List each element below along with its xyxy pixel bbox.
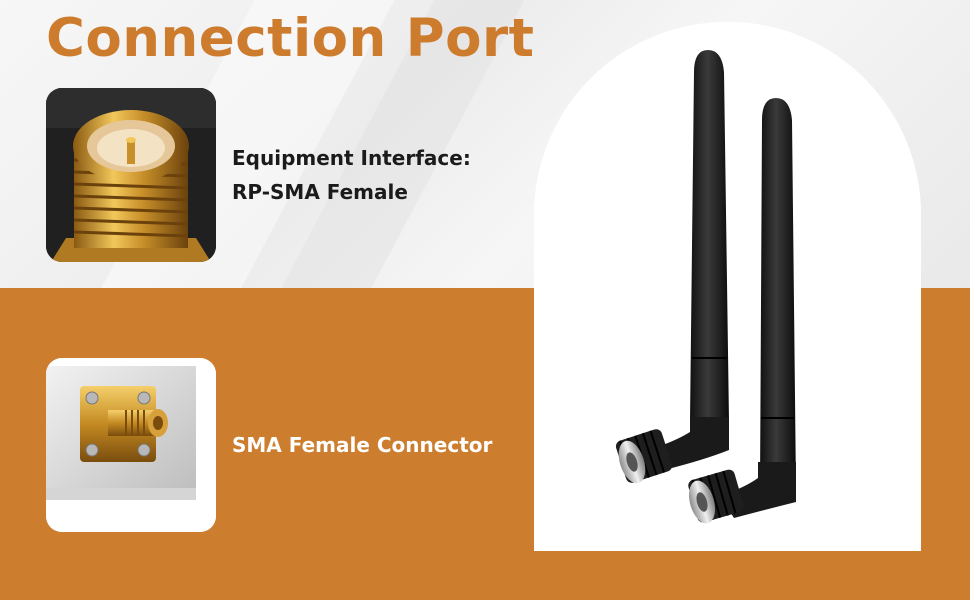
label-line: Equipment Interface: — [232, 146, 471, 170]
sma-female-photo — [46, 358, 216, 532]
label-line: SMA Female Connector — [232, 433, 493, 457]
antenna-left — [615, 50, 729, 484]
antenna-right — [688, 98, 796, 524]
equipment-interface-label: Equipment Interface: RP-SMA Female — [232, 141, 471, 209]
sma-female-connector-label: SMA Female Connector — [232, 428, 492, 462]
page-title: Connection Port — [46, 8, 535, 69]
label-line: RP-SMA Female — [232, 180, 408, 204]
rp-sma-female-photo — [46, 88, 216, 262]
antenna-product-photo — [534, 22, 921, 551]
